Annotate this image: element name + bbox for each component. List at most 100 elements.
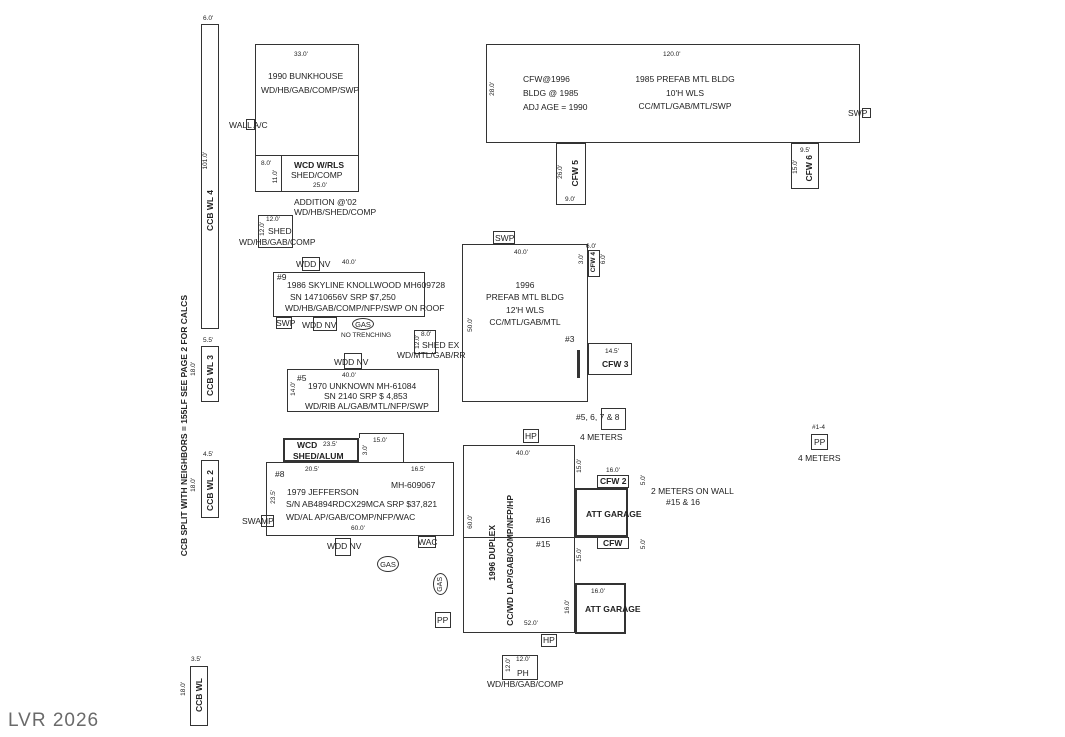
cfw-2 [597, 475, 629, 488]
gas-meter-8: GAS [377, 556, 399, 572]
ccb-wl4-side-dim: 101.0' [202, 152, 209, 170]
ph-side-dim: 12.0' [505, 658, 512, 672]
bldg-1996-num: #3 [565, 334, 575, 344]
duplex-hp-bottom: HP [543, 635, 555, 645]
bldg-1985-bldg: BLDG @ 1985 [523, 88, 579, 98]
mh9-wdd: WDD NV [296, 259, 331, 269]
mh9-wdd2: WDD NV [302, 320, 337, 330]
bldg-1996-line4: CC/MTL/GAB/MTL [489, 317, 561, 327]
ccb-wl2-side-dim: 18.0' [190, 478, 197, 492]
ph-label: PH [517, 668, 529, 678]
bldg-1996-swp: SWP [495, 233, 515, 243]
mh8-outline-top [359, 433, 403, 434]
bldg-1985-cfw: CFW@1996 [523, 74, 570, 84]
mh5-wdd: WDD NV [334, 357, 369, 367]
cfw3-label: CFW 3 [602, 359, 629, 369]
meters-5-8-nums: #5, 6, 7 & 8 [576, 412, 620, 422]
gas-meter-duplex: GAS [433, 573, 448, 595]
wcd-shed-top-line [255, 155, 359, 156]
mh-8 [266, 462, 454, 536]
mh9-swp: SWP [276, 318, 296, 328]
cfw-lower-label: CFW [603, 538, 623, 548]
wcd-shed-line1: WCD W/RLS [294, 160, 345, 170]
mh8-outline-left-notch [359, 433, 360, 438]
wall-ac-unit [246, 119, 255, 130]
ccb-wl1-side-dim: 18.0' [180, 682, 187, 696]
cfw2-label: CFW 2 [600, 476, 627, 486]
mh8-mh: MH-609067 [391, 480, 436, 490]
bldg-1996-line1: 1996 [515, 280, 535, 290]
bldg-1996-line3: 12'H WLS [506, 305, 544, 315]
wdd-nv-5-box [344, 353, 362, 369]
ccb-wl2-label: CCB WL 2 [205, 470, 215, 511]
pp-right-label: PP [814, 437, 826, 447]
duplex-divider [463, 537, 629, 538]
wdd-nv-9b-box [313, 317, 337, 331]
mh8-line2: S/N AB4894RDCX29MCA SRP $37,821 [286, 499, 438, 509]
garage2-top-dim: 16.0' [591, 588, 605, 595]
cfw5-label: CFW 5 [570, 160, 580, 187]
bldg-1985-adj: ADJ AGE = 1990 [523, 102, 588, 112]
duplex [463, 445, 575, 633]
cfw4-dim-1: 3.0' [578, 254, 585, 265]
ccb-wl4-label: CCB WL 4 [205, 190, 215, 231]
shed-ex-side-dim: 12.0' [414, 335, 421, 349]
mh8-wcd-line2: SHED/ALUM [293, 451, 344, 461]
ccb-wall-1 [190, 666, 208, 726]
shed-ex-top-dim: 8.0' [421, 331, 432, 338]
duplex-bottom-dim: 52.0' [524, 620, 538, 627]
cfw6-label: CFW 6 [804, 155, 814, 182]
shed-small-side-dim: 12.0' [259, 222, 266, 236]
garage1-label: ATT GARAGE [586, 509, 642, 519]
duplex-unit16: #16 [536, 515, 551, 525]
wall-ac-label: WALL A/C [229, 120, 268, 130]
mh5-line3: WD/RIB AL/GAB/MTL/NFP/SWP [305, 401, 429, 411]
mh8-wcd-line1: WCD [297, 440, 318, 450]
cfw2-side-dim: 5.0' [640, 475, 647, 486]
duplex-pp: PP [437, 615, 449, 625]
mh9-line2: SN 14710656V SRP $7,250 [290, 292, 396, 302]
pp-duplex-box [435, 612, 451, 628]
mh9-line3: WD/HB/GAB/COMP/NFP/SWP ON ROOF [285, 303, 445, 313]
ccb-wl2-top-dim: 4.5' [203, 451, 214, 458]
cfw6-top-dim: 9.5' [800, 147, 811, 154]
mh8-outline-right-notch [403, 433, 404, 462]
wcd-shed-left-dim: 8.0' [261, 160, 272, 167]
duplex-dim-15a: 15.0' [576, 459, 583, 473]
cfw2-meters-line1: 2 METERS ON WALL [651, 486, 734, 496]
ph-materials: WD/HB/GAB/COMP [487, 679, 564, 689]
meter-bar-3 [577, 350, 580, 378]
wcd-shed-bottom-dim: 25.0' [313, 182, 327, 189]
att-garage-1 [575, 488, 628, 537]
gas-meter-duplex-label: GAS [437, 576, 444, 592]
ph-top-dim: 12.0' [516, 656, 530, 663]
bldg-1996-top-dim: 40.0' [514, 249, 528, 256]
mh9-num: #9 [277, 272, 287, 282]
mh5-line1: 1970 UNKNOWN MH-61084 [308, 381, 417, 391]
duplex-unit15: #15 [536, 539, 551, 549]
bldg-1985-line3: CC/MTL/GAB/MTL/SWP [638, 101, 732, 111]
ccb-wl3-label: CCB WL 3 [205, 355, 215, 396]
bldg-1996-line2: PREFAB MTL BLDG [485, 292, 565, 302]
shed-ex-line2: WD/MTL/GAB/RR [397, 350, 466, 360]
cfw-lower [597, 537, 629, 549]
wac-box [418, 536, 436, 548]
mh8-line3: WD/AL AP/GAB/COMP/NFP/WAC [286, 512, 416, 522]
ccb-wall-2 [201, 460, 219, 518]
pp-right-meters: 4 METERS [798, 453, 841, 463]
duplex-line2: CC/WD LAP/GAB/COMP/NFP/HP [505, 495, 515, 626]
mh8-dim-20: 20.5' [305, 466, 319, 473]
pump-house [502, 655, 538, 680]
mh8-dim-3: 3.0' [362, 445, 369, 456]
ccb-wl4-top-dim: 6.0' [203, 15, 214, 22]
mh8-side-dim: 23.5' [270, 490, 277, 504]
mh9-line1: 1986 SKYLINE KNOLLWOOD MH609728 [287, 280, 446, 290]
wcd-shed-alum [283, 438, 359, 462]
swp-box-1996 [493, 231, 515, 244]
mh-9 [273, 272, 425, 317]
cfw4-top-dim: 6.0' [586, 243, 597, 250]
att-garage-2 [575, 583, 626, 634]
meters-5-8-label: 4 METERS [580, 432, 623, 442]
bunkhouse [255, 44, 359, 192]
shed-small-top-dim: 12.0' [266, 216, 280, 223]
